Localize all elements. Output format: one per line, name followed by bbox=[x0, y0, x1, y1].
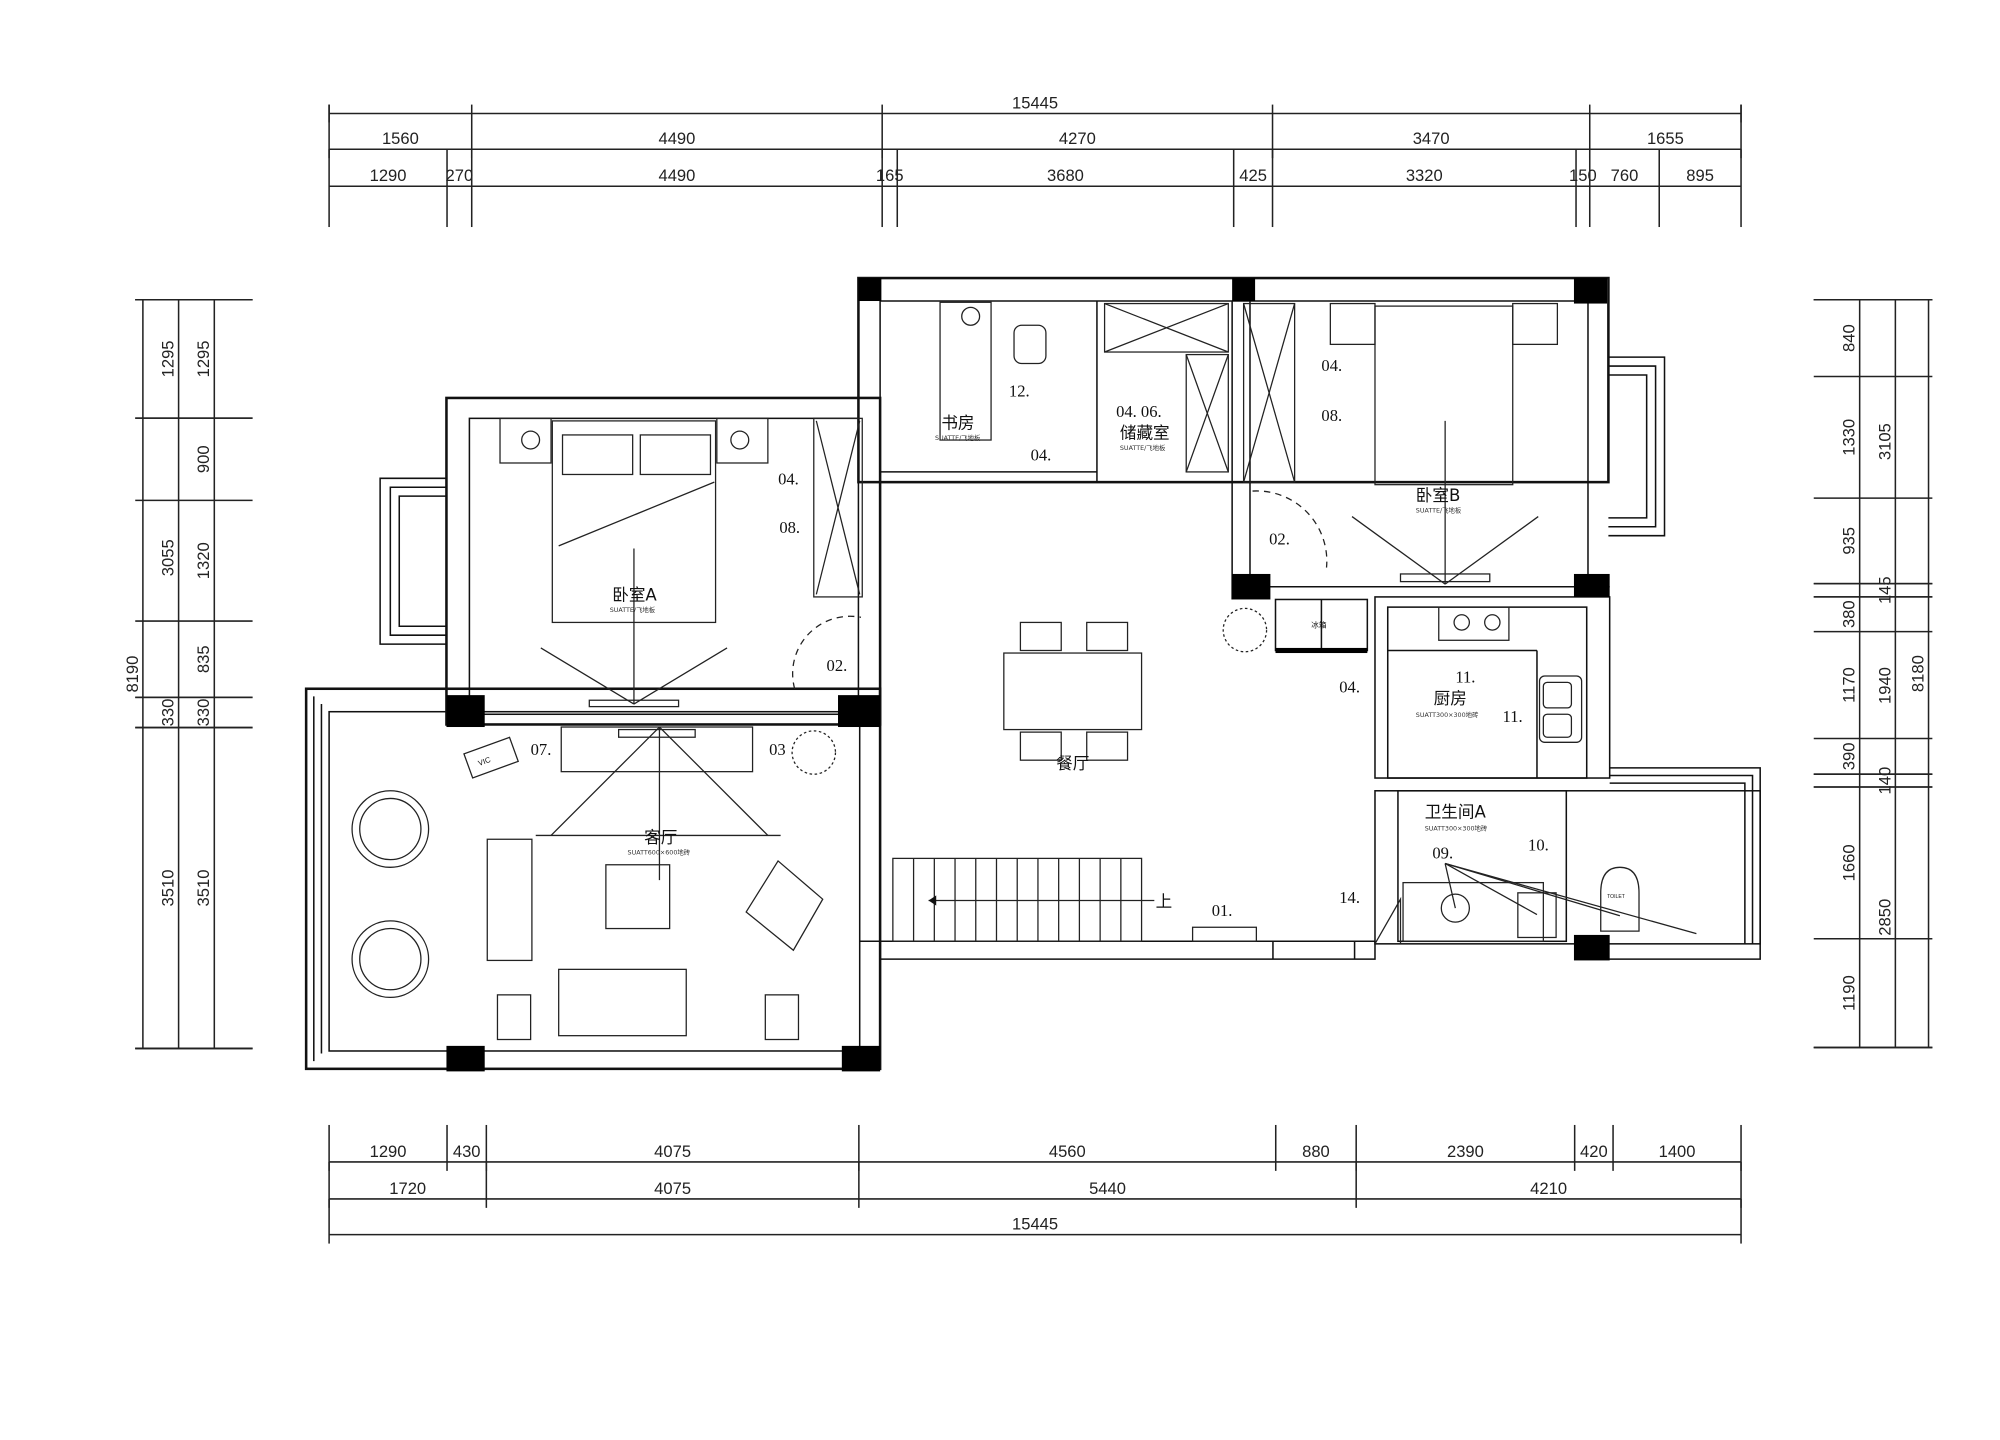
fridge-label: 冰箱 bbox=[1311, 620, 1327, 630]
callout-tag: 10. bbox=[1528, 836, 1549, 855]
dimension-label: 8180 bbox=[1908, 655, 1927, 692]
svg-text:VIC: VIC bbox=[477, 755, 493, 768]
room-bedroom-a-floor: SUATTE/飞地板 bbox=[610, 605, 656, 614]
dimension-label: 840 bbox=[1840, 324, 1859, 352]
callout-tag: 01. bbox=[1212, 901, 1233, 920]
callout-tag: 03 bbox=[769, 740, 786, 759]
dimension-label: 15445 bbox=[1012, 93, 1058, 112]
callout-tag: 09. bbox=[1432, 843, 1453, 862]
dimension-label: 4210 bbox=[1530, 1179, 1567, 1198]
callout-tag: 11. bbox=[1455, 667, 1475, 686]
dimension-label: 880 bbox=[1302, 1142, 1330, 1161]
dimension-label: 1290 bbox=[370, 166, 407, 185]
dimension-label: 1330 bbox=[1840, 419, 1859, 456]
dimension-label: 935 bbox=[1840, 527, 1859, 555]
callout-tag: 08. bbox=[779, 518, 800, 537]
dimension-label: 425 bbox=[1239, 166, 1267, 185]
callout-tag: 04. bbox=[778, 470, 799, 489]
callout-tag: 07. bbox=[531, 740, 552, 759]
dimension-label: 1660 bbox=[1840, 844, 1859, 881]
dimension-label: 150 bbox=[1569, 166, 1597, 185]
dimension-label: 1320 bbox=[194, 542, 213, 579]
dimension-label: 4490 bbox=[659, 129, 696, 148]
room-living: 客厅 bbox=[644, 828, 677, 847]
dimension-label: 760 bbox=[1611, 166, 1639, 185]
dimension-label: 1170 bbox=[1840, 667, 1859, 703]
room-living-floor: SUATT600×600地砖 bbox=[628, 848, 691, 857]
dimension-label: 900 bbox=[194, 445, 213, 473]
callout-tag: 02. bbox=[1269, 530, 1290, 549]
room-bathroom-a-floor: SUATT300×300地砖 bbox=[1425, 823, 1488, 832]
callout-tag: 04. 06. bbox=[1116, 402, 1162, 421]
dimension-label: 270 bbox=[446, 166, 474, 185]
room-bedroom-a: 卧室A bbox=[612, 586, 657, 605]
dimension-label: 1560 bbox=[382, 129, 419, 148]
dimension-label: 3680 bbox=[1047, 166, 1084, 185]
dimension-label: 140 bbox=[1875, 767, 1894, 795]
room-kitchen-floor: SUATT300×300地砖 bbox=[1416, 710, 1479, 719]
dimension-label: 2850 bbox=[1875, 899, 1894, 936]
dimension-label: 5440 bbox=[1089, 1179, 1126, 1198]
dimension-label: 380 bbox=[1840, 600, 1859, 628]
callout-tag: 08. bbox=[1321, 406, 1342, 425]
dimension-label: 330 bbox=[194, 699, 213, 727]
structural-columns bbox=[446, 278, 1610, 1072]
dimension-label: 3105 bbox=[1875, 423, 1894, 460]
dimension-label: 835 bbox=[194, 645, 213, 673]
room-bedroom-b-floor: SUATTE/飞地板 bbox=[1416, 506, 1462, 515]
dimension-label: 330 bbox=[158, 699, 177, 727]
dimension-label: 895 bbox=[1686, 166, 1714, 185]
room-dining: 餐厅 bbox=[1056, 754, 1089, 773]
dimension-label: 3510 bbox=[194, 870, 213, 907]
dimension-label: 430 bbox=[453, 1142, 481, 1161]
dimension-label: 4490 bbox=[659, 166, 696, 185]
furniture: VIC TO bbox=[351, 301, 1697, 1041]
dimension-label: 1720 bbox=[389, 1179, 426, 1198]
dimension-label: 1295 bbox=[158, 340, 177, 377]
dimension-label: 4560 bbox=[1049, 1142, 1086, 1161]
callout-tag: 14. bbox=[1339, 888, 1360, 907]
dimension-label: 165 bbox=[876, 166, 904, 185]
room-bathroom-a: 卫生间A bbox=[1425, 803, 1487, 822]
callout-tag: 02. bbox=[827, 656, 848, 675]
dimension-label: 1655 bbox=[1647, 129, 1684, 148]
dimension-label: 3510 bbox=[158, 870, 177, 907]
dimension-label: 2390 bbox=[1447, 1142, 1484, 1161]
dimension-label: 1400 bbox=[1659, 1142, 1696, 1161]
callout-tag: 04. bbox=[1031, 445, 1052, 464]
callout-tag: 12. bbox=[1009, 382, 1030, 401]
dimension-label: 1290 bbox=[370, 1142, 407, 1161]
dimension-label: 4075 bbox=[654, 1179, 691, 1198]
dimension-label: 15445 bbox=[1012, 1215, 1058, 1234]
room-kitchen: 厨房 bbox=[1434, 689, 1467, 708]
room-study: 书房 bbox=[941, 414, 974, 433]
dimension-chains: 15445 1560 4490 4270 3470 1655 1290 270 4490 165 3… bbox=[123, 93, 1933, 1244]
room-labels: 书房 SUATTE/飞地板 储藏室 SUATTE/飞地板 卧室B SUATTE/… bbox=[610, 414, 1488, 857]
dimension-label: 4075 bbox=[654, 1142, 691, 1161]
dimension-label: 3320 bbox=[1406, 166, 1443, 185]
room-bedroom-b: 卧室B bbox=[1416, 486, 1461, 505]
dimension-label: 145 bbox=[1875, 576, 1894, 604]
dimension-label: 420 bbox=[1580, 1142, 1608, 1161]
dimension-label: 4270 bbox=[1059, 129, 1096, 148]
dimension-label: 3055 bbox=[158, 539, 177, 576]
dimension-label: 8190 bbox=[123, 656, 142, 693]
room-study-floor: SUATTE/飞地板 bbox=[935, 433, 981, 442]
walls bbox=[304, 276, 1761, 1071]
callout-tag: 04. bbox=[1339, 678, 1360, 697]
room-storage: 储藏室 bbox=[1120, 424, 1170, 443]
svg-text:TOILET: TOILET bbox=[1607, 894, 1625, 900]
vic-box: VIC bbox=[463, 736, 520, 779]
dimension-label: 390 bbox=[1840, 743, 1859, 771]
room-storage-floor: SUATTE/飞地板 bbox=[1120, 443, 1166, 452]
callout-tag: 04. bbox=[1321, 356, 1342, 375]
stair-up-label: 上 bbox=[1156, 892, 1173, 911]
dimension-label: 1940 bbox=[1875, 667, 1894, 704]
callout-tag: 11. bbox=[1503, 707, 1523, 726]
callout-tags: 04. 08. 02. 07. 03 12. 04. 06. 04. 04. 0… bbox=[531, 356, 1549, 920]
dimension-label: 1190 bbox=[1840, 975, 1859, 1011]
dimension-label: 1295 bbox=[194, 340, 213, 377]
dimension-label: 3470 bbox=[1413, 129, 1450, 148]
